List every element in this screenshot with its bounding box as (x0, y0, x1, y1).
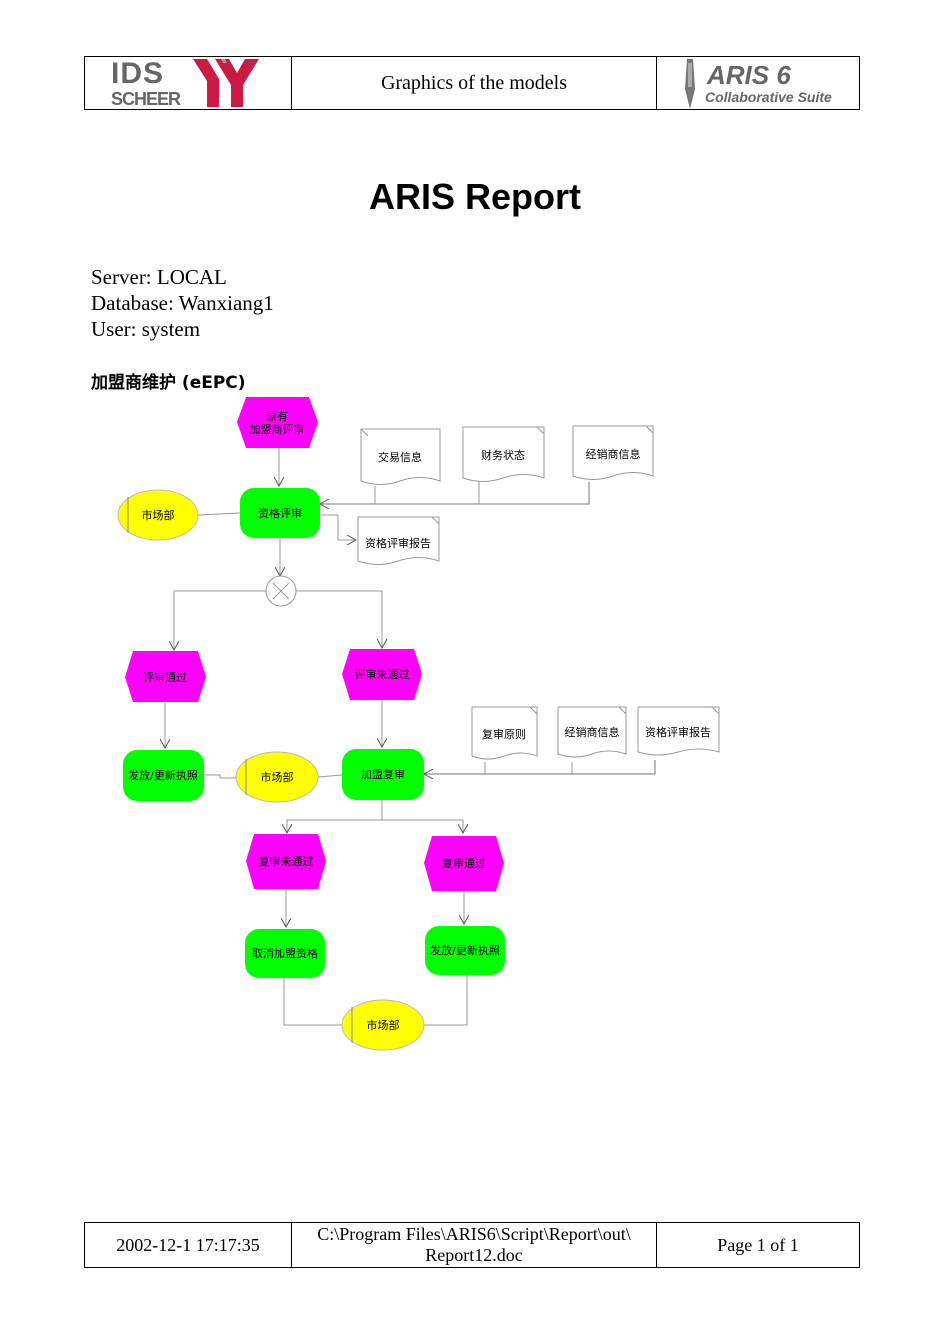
footer-datetime: 2002-12-1 17:17:35 (85, 1223, 292, 1267)
event-re-review-failed: 复审未通过 (246, 834, 326, 889)
svg-text:取消加盟资格: 取消加盟资格 (252, 946, 318, 960)
org-market-dept-2: 市场部 (235, 751, 319, 803)
event-existing-franchisee: 原有 加盟商评审 (237, 397, 318, 448)
header-title: Graphics of the models (292, 57, 657, 109)
svg-text:加盟复审: 加盟复审 (361, 767, 405, 781)
svg-text:经销商信息: 经销商信息 (586, 447, 641, 461)
report-title: ARIS Report (368, 176, 581, 217)
footer-path-line2: Report12.doc (425, 1245, 523, 1265)
event-review-failed: 评审未通过 (342, 649, 422, 700)
footer-page: Page 1 of 1 (717, 1234, 799, 1255)
logo-y-mark (193, 59, 259, 107)
svg-text:市场部: 市场部 (261, 770, 294, 784)
report-info: Server: LOCAL Database: Wanxiang1 User: … (91, 264, 274, 342)
doc-transaction-info: 交易信息 (360, 428, 441, 485)
svg-text:评审通过: 评审通过 (143, 670, 187, 684)
doc-review-report-1: 资格评审报告 (357, 516, 440, 565)
svg-text:资格评审报告: 资格评审报告 (645, 725, 711, 739)
svg-text:市场部: 市场部 (367, 1018, 400, 1032)
svg-text:复审通过: 复审通过 (442, 856, 486, 870)
org-market-dept-3: 市场部 (341, 999, 425, 1051)
svg-text:原有: 原有 (266, 409, 288, 423)
aris-pen-icon (685, 59, 695, 109)
ids-scheer-logo: IDS SCHEER (85, 57, 292, 109)
svg-text:经销商信息: 经销商信息 (565, 725, 620, 739)
database-line: Database: Wanxiang1 (91, 291, 274, 315)
logo-scheer-text: SCHEER (111, 89, 181, 109)
server-line: Server: LOCAL (91, 265, 227, 289)
org-market-dept-1: 市场部 (117, 489, 199, 541)
aris-subtitle-text: Collaborative Suite (705, 89, 832, 105)
function-issue-license-1: 发放/更新执照 (123, 750, 204, 801)
svg-text:资格评审: 资格评审 (258, 506, 302, 520)
event-review-passed: 评审通过 (125, 651, 206, 702)
aris-title-text: ARIS 6 (707, 60, 791, 90)
model-title: 加盟商维护 (eEPC) (91, 373, 246, 393)
svg-text:发放/更新执照: 发放/更新执照 (128, 768, 198, 782)
doc-re-review-rules: 复审原则 (471, 706, 538, 760)
svg-text:评审未通过: 评审未通过 (355, 667, 410, 681)
event-re-review-passed: 复审通过 (424, 836, 504, 891)
svg-text:市场部: 市场部 (142, 508, 175, 522)
logo-ids-text: IDS (111, 57, 165, 90)
svg-text:资格评审报告: 资格评审报告 (365, 536, 431, 550)
function-cancel-qualification: 取消加盟资格 (245, 929, 325, 978)
svg-text:复审原则: 复审原则 (482, 727, 526, 741)
function-qualification-review: 资格评审 (240, 488, 320, 538)
xor-connector (265, 575, 297, 607)
doc-dealer-info-1: 经销商信息 (572, 425, 654, 480)
page-footer: 2002-12-1 17:17:35 C:\Program Files\ARIS… (84, 1222, 860, 1268)
svg-text:财务状态: 财务状态 (481, 448, 525, 462)
function-issue-license-2: 发放/更新执照 (425, 926, 505, 975)
footer-path-line1: C:\Program Files\ARIS6\Script\Report\out… (317, 1224, 631, 1244)
user-line: User: system (91, 317, 201, 341)
doc-dealer-info-2: 经销商信息 (557, 706, 627, 758)
footer-path: C:\Program Files\ARIS6\Script\Report\out… (292, 1223, 657, 1267)
page-header: IDS SCHEER Graphics of the models ARIS 6… (84, 56, 860, 110)
aris-logo: ARIS 6 Collaborative Suite (657, 57, 859, 109)
svg-text:复审未通过: 复审未通过 (259, 854, 314, 868)
doc-review-report-2: 资格评审报告 (637, 706, 720, 756)
svg-text:加盟商评审: 加盟商评审 (250, 422, 305, 436)
doc-financial-status: 财务状态 (462, 426, 545, 482)
connections (165, 448, 656, 1026)
svg-text:发放/更新执照: 发放/更新执照 (430, 943, 500, 957)
function-franchise-re-review: 加盟复审 (342, 749, 424, 800)
svg-text:交易信息: 交易信息 (378, 450, 422, 464)
